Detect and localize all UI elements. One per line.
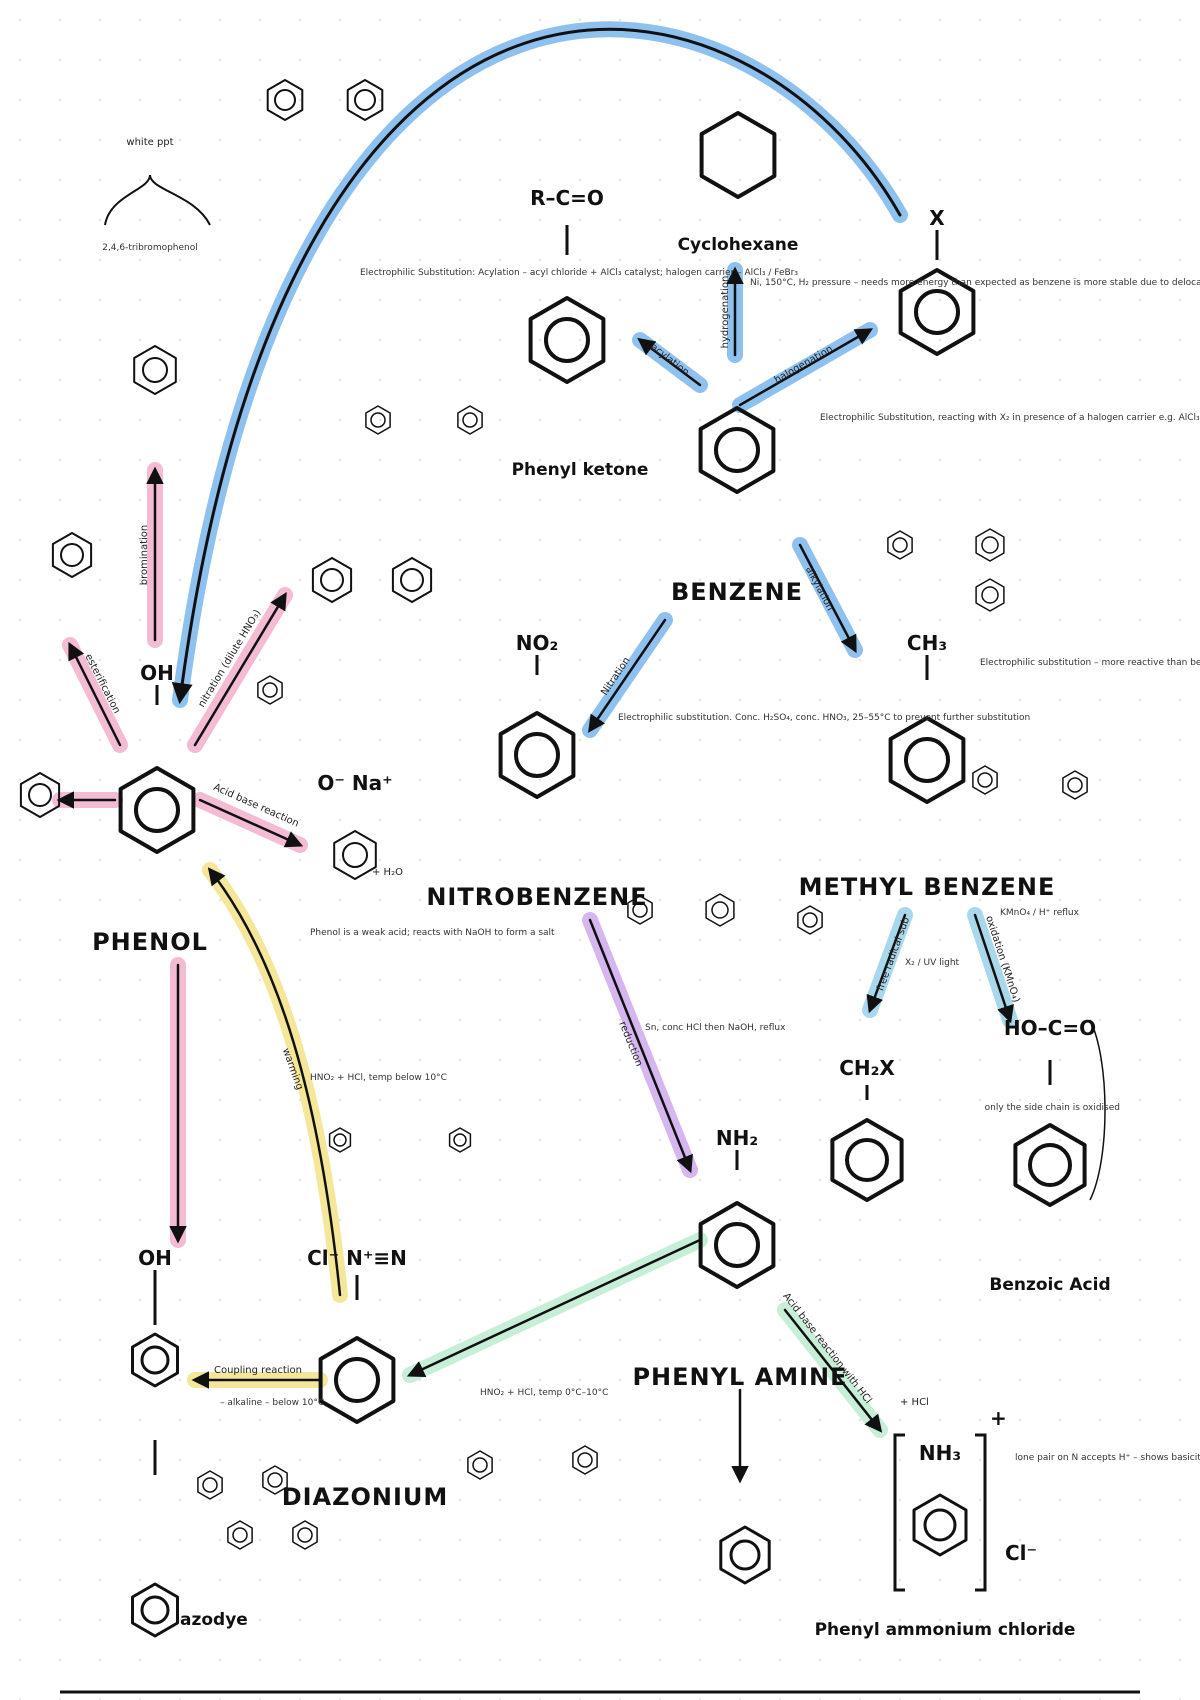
oxidation-note: KMnO₄ / H⁺ reflux	[1000, 908, 1080, 918]
diazonium-ring	[318, 1336, 396, 1424]
acid-base-note: Phenol is a weak acid; reacts with NaOH …	[310, 928, 555, 938]
tribromophenol-ring	[133, 345, 177, 395]
phenoxide-ring	[333, 830, 377, 880]
acyl-example-ring-2	[457, 405, 483, 435]
group-labels: OH NO₂ CH₃ NH₂ X CH₂X HO–C=O R–C=O Cl⁻ N…	[138, 186, 1096, 1565]
bond-layer	[104, 174, 1106, 1592]
nitro-group: NO₂	[516, 631, 559, 655]
reduction-note: Sn, conc HCl then NaOH, reflux	[645, 1023, 786, 1033]
benzene-label: BENZENE	[671, 578, 803, 606]
coupling-label: Coupling reaction	[214, 1365, 302, 1376]
carboxylic-group: HO–C=O	[1004, 1016, 1096, 1040]
compound-labels: BENZENE PHENOL NITROBENZENE METHYL BENZE…	[92, 137, 1111, 1640]
nitrophenol-4-ring	[391, 557, 433, 603]
ester-left-ring	[19, 772, 61, 818]
ketone-group: R–C=O	[530, 186, 604, 210]
azo-oh-group: OH	[138, 1246, 172, 1270]
tribromophenol-note: 2,4,6-tribromophenol	[102, 243, 198, 253]
diazonium-group: Cl⁻ N⁺≡N	[307, 1246, 407, 1270]
phenol-oh-group: OH	[140, 661, 174, 685]
phenylammonium-ring	[912, 1493, 968, 1557]
hcl-reagent: + HCl	[900, 1397, 929, 1408]
diazonium-note: HNO₂ + HCl, temp below 10°C	[310, 1073, 447, 1083]
nitrobenzene-ring	[498, 711, 576, 799]
diazotisation-note: HNO₂ + HCl, temp 0°C–10°C	[480, 1388, 608, 1398]
water-product: + H₂O	[372, 867, 403, 878]
coupling-example-ring-1	[197, 1470, 223, 1500]
azodye-label: azodye	[180, 1610, 248, 1630]
azo-top-ring	[131, 1332, 179, 1388]
phenyl-ketone-ring	[528, 296, 606, 384]
mechanism-ring-3	[975, 578, 1005, 612]
methyl-note: Electrophilic substitution – more reacti…	[980, 658, 1200, 668]
ring-layer	[19, 79, 1088, 1638]
free-radical-note: X₂ / UV light	[905, 958, 960, 968]
phenyl-amine-ring	[698, 1201, 776, 1289]
mechanism-ring-2	[975, 528, 1005, 562]
halogenation-note: Electrophilic Substitution, reacting wit…	[820, 413, 1200, 423]
halobenzene-ring	[898, 268, 976, 356]
white-ppt-label: white ppt	[126, 137, 173, 148]
phenyl-amine-label: PHENYL AMINE	[632, 1363, 847, 1391]
halomethyl-group: CH₂X	[839, 1056, 895, 1080]
diazo-example-ring-1	[328, 1127, 352, 1153]
nitrous-example-ring-2	[572, 1445, 598, 1475]
benzene-ring	[698, 406, 776, 494]
nitration-note: Electrophilic substitution. Conc. H₂SO₄,…	[618, 713, 1030, 723]
cyclohexane-ring	[699, 111, 777, 199]
diazo-example-ring-2	[448, 1127, 472, 1153]
bromination-label: bromination	[139, 525, 150, 586]
phenol-label: PHENOL	[92, 928, 208, 956]
phenylammonium-chloride-label: Phenyl ammonium chloride	[815, 1620, 1076, 1640]
amide-product-ring	[719, 1525, 771, 1585]
ammonium-charge: +	[990, 1406, 1007, 1430]
nitrophenol-2-ring	[311, 557, 353, 603]
hydrogenation-label: hydrogenation	[720, 276, 731, 349]
chlorobenzene-ring	[266, 79, 304, 121]
hcl-note: lone pair on N accepts H⁺ – shows basici…	[1015, 1453, 1200, 1463]
ammonium-group: NH₃	[919, 1441, 961, 1465]
methyl-example-ring	[972, 765, 998, 795]
amine-group: NH₂	[716, 1126, 758, 1150]
halide-group: X	[929, 206, 945, 230]
halomethyl-benzene-ring	[830, 1118, 904, 1202]
chloride-ion: Cl⁻	[1005, 1541, 1037, 1565]
nitrophenol-mini-ring	[257, 675, 283, 705]
nitration-mech-ring-1	[627, 895, 653, 925]
nitration-mech-ring-3	[797, 905, 823, 935]
coupling-note: – alkaline – below 10°C	[220, 1398, 324, 1408]
cyclohexane-label: Cyclohexane	[678, 235, 799, 255]
acylation-note: Electrophilic Substitution: Acylation – …	[360, 268, 798, 278]
ester-top-ring	[51, 532, 93, 578]
acyl-example-ring-1	[365, 405, 391, 435]
phenol-from-halide-ring	[346, 79, 384, 121]
mechanism-ring-1	[887, 530, 913, 560]
benzoic-note: only the side chain is oxidised	[985, 1103, 1120, 1113]
methyl-group: CH₃	[907, 631, 947, 655]
hydrogenation-note: Ni, 150°C, H₂ pressure – needs more ener…	[750, 278, 1200, 288]
nitrous-example-ring-1	[467, 1450, 493, 1480]
benzoic-acid-ring	[1013, 1123, 1087, 1207]
methyl-benzene-label: METHYL BENZENE	[799, 873, 1056, 901]
phenyl-ketone-label: Phenyl ketone	[512, 460, 649, 480]
benzoic-acid-label: Benzoic Acid	[989, 1275, 1110, 1295]
phenoxide-group: O⁻ Na⁺	[317, 771, 392, 795]
nitration-mech-ring-2	[705, 893, 735, 927]
phenol-ring	[118, 766, 196, 854]
coupling-example-ring-3	[227, 1520, 253, 1550]
methyl-product-ring	[1062, 770, 1088, 800]
nitrobenzene-label: NITROBENZENE	[426, 883, 647, 911]
highlight-layer	[52, 21, 1018, 1484]
azo-bottom-ring	[131, 1582, 179, 1638]
coupling-example-ring-4	[292, 1520, 318, 1550]
methyl-benzene-ring	[888, 716, 966, 804]
notes-layer: Ni, 150°C, H₂ pressure – needs more ener…	[102, 243, 1200, 1463]
coupling-example-ring-2	[262, 1465, 288, 1495]
diazonium-label: DIAZONIUM	[282, 1483, 449, 1511]
